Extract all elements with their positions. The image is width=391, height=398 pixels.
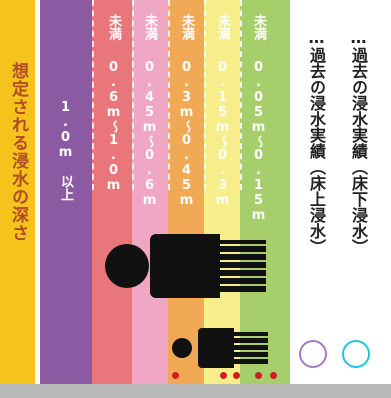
legend-circle-below-floor bbox=[342, 340, 370, 368]
adult-head-icon bbox=[105, 244, 149, 288]
band-label-1m-plus: 1.0m 以上 bbox=[58, 100, 73, 201]
adult-body-icon bbox=[150, 234, 220, 298]
legend-circle-above-floor bbox=[299, 340, 327, 368]
child-legs-icon bbox=[234, 332, 268, 364]
band-suffix-0.15-0.3: 未満 bbox=[215, 14, 230, 40]
bottom-band bbox=[0, 384, 391, 398]
depth-marker-0.45 bbox=[220, 372, 227, 379]
band-label-0.05-0.15: 0.05m〜0.15m bbox=[251, 60, 266, 223]
adult-legs-icon bbox=[220, 240, 266, 292]
dash-line-3 bbox=[168, 0, 170, 190]
dash-line-5 bbox=[240, 0, 242, 190]
child-body-icon bbox=[198, 328, 234, 368]
band-suffix-0.05-0.15: 未満 bbox=[251, 14, 266, 40]
title-bar: 想定される浸水の深さ bbox=[0, 0, 35, 384]
band-label-0.3-0.45: 0.3m〜0.45m bbox=[179, 60, 194, 208]
band-label-0.45-0.6: 0.45m〜0.6m bbox=[142, 60, 157, 208]
child-head-icon bbox=[172, 338, 192, 358]
band-label-0.6-1.0: 0.6m〜1.0m bbox=[106, 60, 121, 193]
legend-item-above-floor: …過去の浸水実績（床上浸水） bbox=[307, 28, 326, 255]
band-suffix-0.45-0.6: 未満 bbox=[142, 14, 157, 40]
band-suffix-0.6-1.0: 未満 bbox=[106, 14, 121, 40]
depth-band-0.05-0.15 bbox=[240, 0, 290, 384]
dash-line-1 bbox=[92, 0, 94, 190]
depth-marker-0.3 bbox=[233, 372, 240, 379]
legend-title: 想定される浸水の深さ bbox=[8, 62, 28, 242]
dash-line-2 bbox=[132, 0, 134, 190]
band-label-0.15-0.3: 0.15m〜0.3m bbox=[215, 60, 230, 208]
depth-marker-0.15 bbox=[255, 372, 262, 379]
depth-marker-0.05 bbox=[270, 372, 277, 379]
dash-line-4 bbox=[204, 0, 206, 190]
legend-item-below-floor: …過去の浸水実績（床下浸水） bbox=[349, 28, 368, 255]
band-suffix-0.3-0.45: 未満 bbox=[179, 14, 194, 40]
depth-marker-0.6 bbox=[172, 372, 179, 379]
